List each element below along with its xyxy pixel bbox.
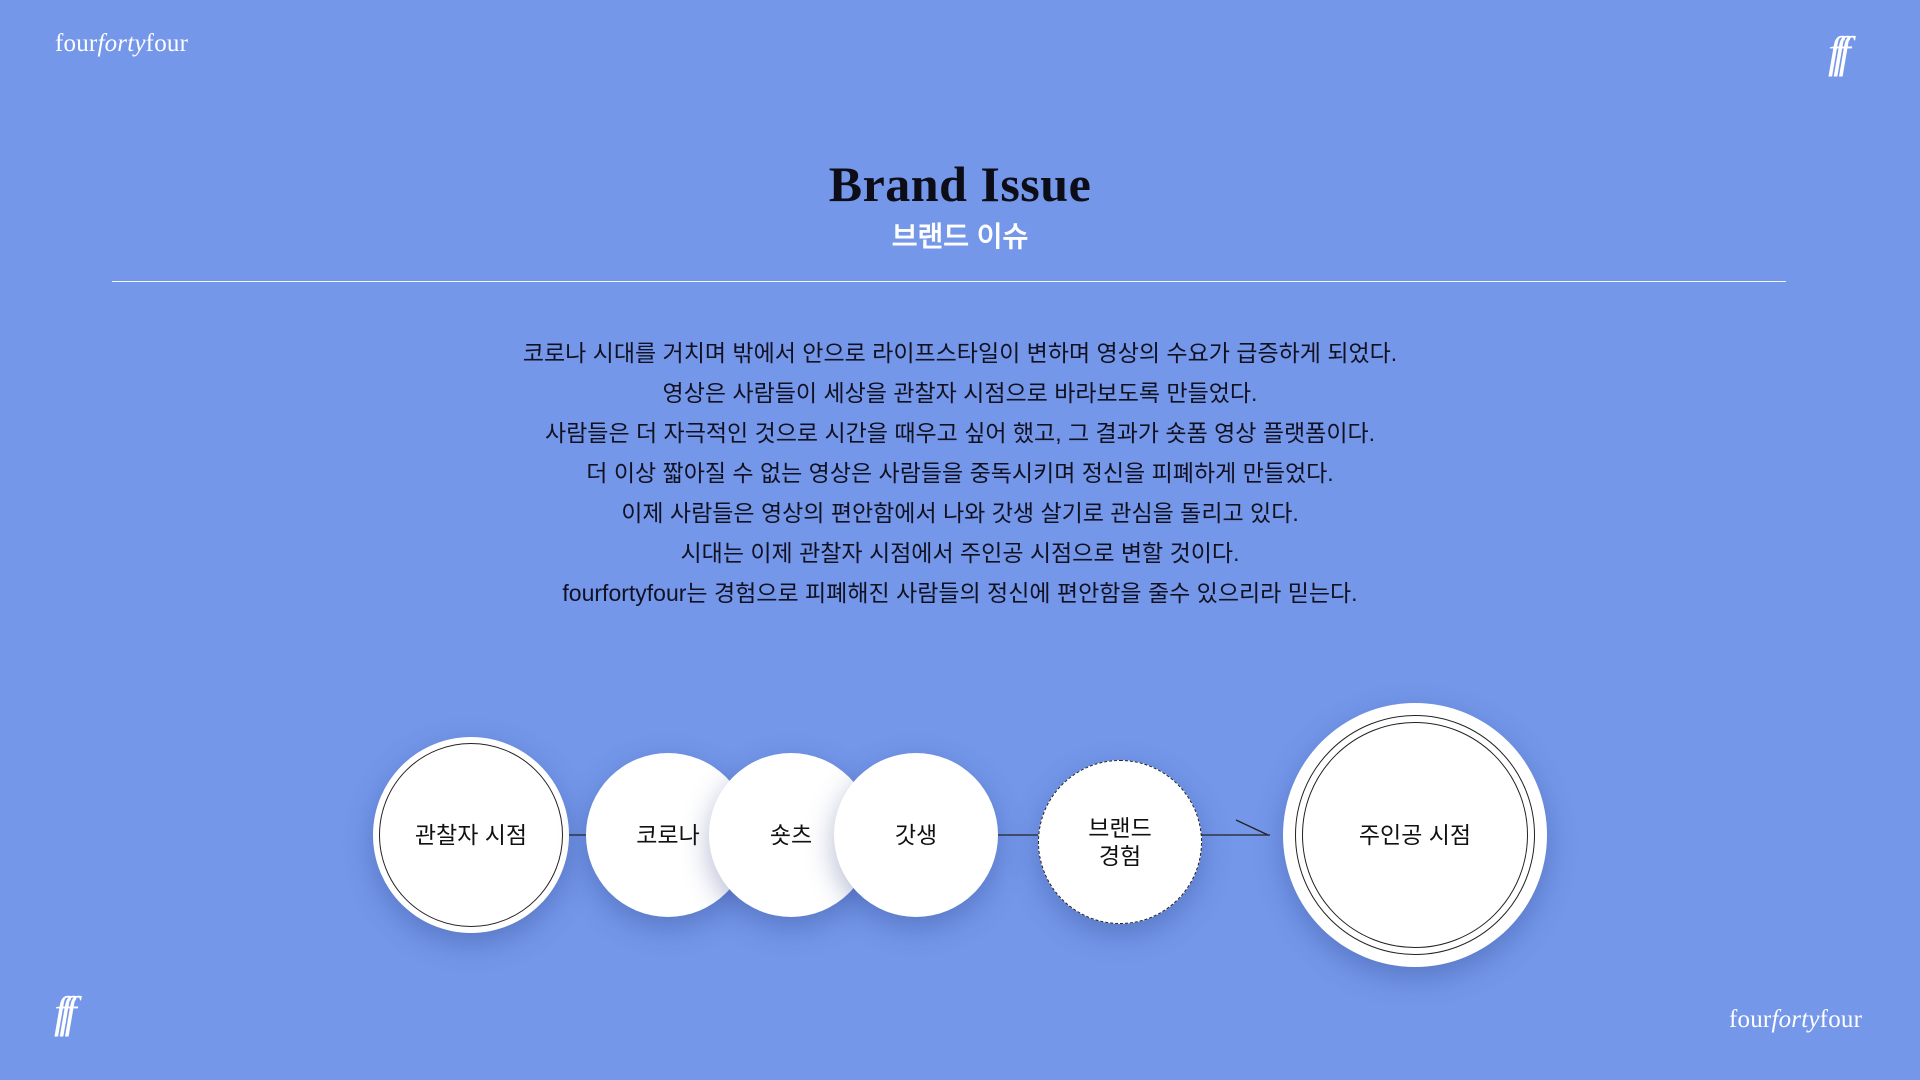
brand-experience-circle: 브랜드 경험 [1038,760,1202,924]
wordmark-part: four [145,30,189,57]
protagonist-label: 주인공 시점 [1358,822,1472,848]
wordmark-part: forty [1771,1006,1820,1033]
wordmark-part: forty [97,30,146,57]
godsaeng-circle: 갓생 [834,753,998,917]
wordmark-part: four [1729,1006,1772,1033]
protagonist-inner-ring [1302,722,1528,948]
wordmark-bottom-right: fourfortyfour [1729,1006,1862,1034]
body-paragraph: 코로나 시대를 거치며 밖에서 안으로 라이프스타일이 변하며 영상의 수요가 … [0,333,1920,613]
page-subtitle: 브랜드 이슈 [891,221,1029,252]
body-line: 시대는 이제 관찰자 시점에서 주인공 시점으로 변할 것이다. [680,540,1240,566]
observer-view-circle: 관찰자 시점 [373,737,569,933]
wordmark-top-left: fourfortyfour [55,30,188,58]
arrow-head [1235,819,1269,836]
observer-ring [379,743,563,927]
divider [112,281,1786,282]
corona-label: 코로나 [636,822,700,848]
brand-label-line: 경험 [1098,843,1142,869]
brand-label-line: 브랜드 [1088,815,1152,841]
page-title: Brand Issue [828,156,1092,212]
body-line: fourfortyfour는 경험으로 피폐해진 사람들의 정신에 편안함을 줄… [562,580,1358,606]
wordmark-part: four [1819,1006,1863,1033]
protagonist-view-circle: 주인공 시점 [1283,703,1547,967]
body-line: 영상은 사람들이 세상을 관찰자 시점으로 바라보도록 만들었다. [662,380,1258,406]
body-line: 코로나 시대를 거치며 밖에서 안으로 라이프스타일이 변하며 영상의 수요가 … [522,340,1398,366]
godsaeng-label: 갓생 [894,822,938,848]
observer-label: 관찰자 시점 [414,822,528,848]
brand-experience-label: 브랜드 경험 [1088,814,1151,870]
shorts-label: 숏츠 [769,822,813,848]
body-line: 사람들은 더 자극적인 것으로 시간을 때우고 싶어 했고, 그 결과가 숏폼 … [544,420,1376,446]
body-line: 더 이상 짧아질 수 없는 영상은 사람들을 중독시키며 정신을 피폐하게 만들… [586,460,1334,486]
wordmark-part: four [55,30,98,57]
body-line: 이제 사람들은 영상의 편안함에서 나와 갓생 살기로 관심을 돌리고 있다. [621,500,1299,526]
protagonist-outer-ring [1295,715,1535,955]
